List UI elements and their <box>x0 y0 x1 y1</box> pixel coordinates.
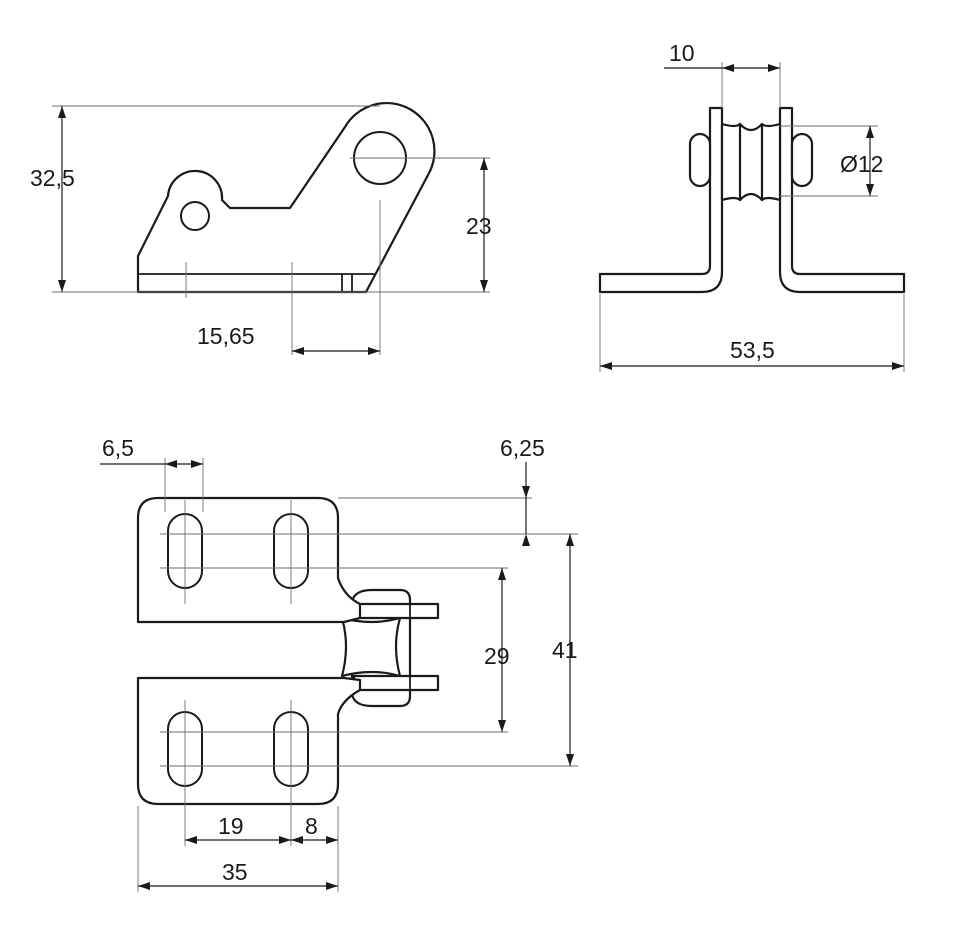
arrowhead <box>600 362 612 370</box>
pin-bar-top <box>352 602 440 620</box>
arrowhead <box>138 882 150 890</box>
side-view-outline <box>136 101 436 294</box>
dimension-total-width: 53,5 <box>730 337 775 363</box>
dimension-edge-offset: 8 <box>305 813 318 839</box>
dimension-slot-width: 6,5 <box>102 435 134 461</box>
pin-cap-right <box>790 132 814 188</box>
dimension-top-offset: 6,25 <box>500 435 545 461</box>
top-view: 6,5 6,25 29 41 19 8 35 <box>100 435 578 892</box>
arrowhead <box>58 280 66 292</box>
roller-body <box>340 616 402 678</box>
arrowhead <box>480 280 488 292</box>
arrowhead <box>498 568 506 580</box>
arrowhead <box>566 754 574 766</box>
arrowhead <box>58 106 66 118</box>
dimension-pin-diameter: Ø12 <box>840 151 883 177</box>
right-flange <box>778 106 906 294</box>
dimension-side-height: 32,5 <box>30 165 75 191</box>
dimension-horizontal-slot-spacing: 19 <box>218 813 244 839</box>
left-flange <box>598 106 724 294</box>
front-view: 10 Ø12 53,5 <box>598 40 906 372</box>
arrowhead <box>566 534 574 546</box>
arrowhead <box>191 460 203 468</box>
pin-bar-bottom <box>352 674 440 692</box>
dimension-hole-offset: 15,65 <box>197 323 255 349</box>
arrowhead <box>498 720 506 732</box>
dimension-plate-width: 35 <box>222 859 248 885</box>
arrowhead <box>368 347 380 355</box>
arrowhead <box>185 836 197 844</box>
arrowhead <box>768 64 780 72</box>
arrowhead <box>892 362 904 370</box>
roller-body <box>738 122 764 202</box>
arrowhead <box>522 534 530 546</box>
arrowhead <box>292 347 304 355</box>
arrowhead <box>480 158 488 170</box>
pin-cap-left <box>688 132 712 188</box>
dimension-overall-height: 41 <box>552 637 578 663</box>
arrowhead <box>722 64 734 72</box>
dimension-hole-height: 23 <box>466 213 492 239</box>
arrowhead <box>522 486 530 498</box>
arrowhead <box>866 126 874 138</box>
dimension-vertical-slot-spacing: 29 <box>484 643 510 669</box>
arrowhead <box>326 882 338 890</box>
arrowhead <box>165 460 177 468</box>
dimension-pin-gap: 10 <box>669 40 695 66</box>
arrowhead <box>866 184 874 196</box>
side-view: 32,5 23 15,65 <box>30 101 492 355</box>
arrowhead <box>326 836 338 844</box>
arrowhead <box>279 836 291 844</box>
arrowhead <box>291 836 303 844</box>
small-hole <box>180 201 210 231</box>
